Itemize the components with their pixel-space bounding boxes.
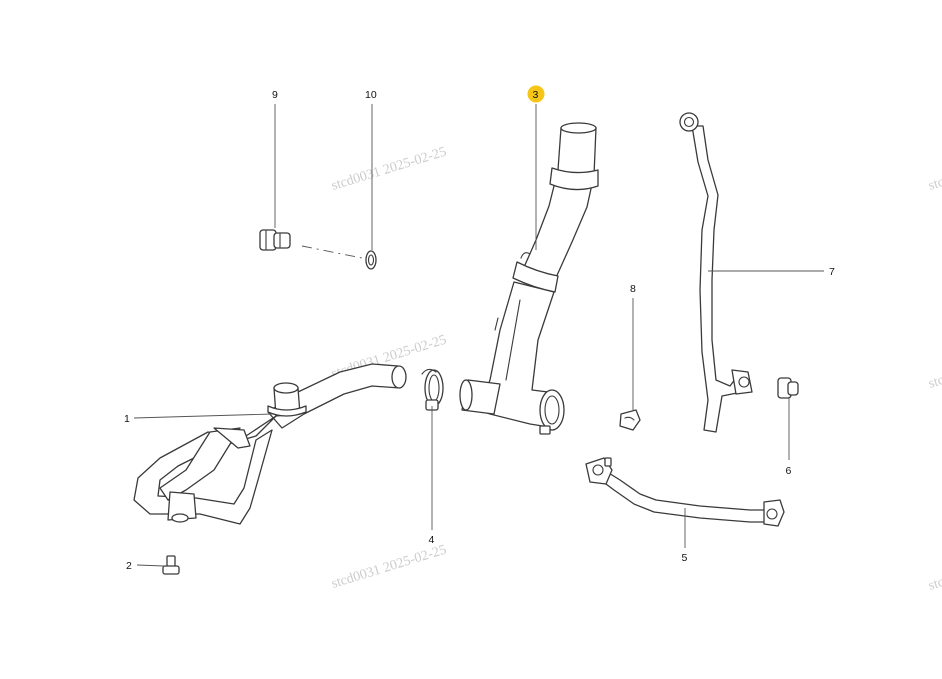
watermark-5: stc [927,373,942,392]
callout-7[interactable]: 7 [829,266,835,278]
part-10-seal-ring[interactable] [365,250,377,270]
leader-lines [133,104,824,567]
part-2-bolt[interactable] [162,555,180,575]
part-8-clip[interactable] [619,409,641,431]
leader-1 [133,413,273,419]
callout-4[interactable]: 4 [429,534,435,546]
callout-9[interactable]: 9 [272,89,278,101]
callouts: 1 2 3 4 5 6 7 8 9 10 [124,85,835,572]
callout-8[interactable]: 8 [630,283,636,295]
watermarks: stcd0031 2025-02-25 stcd0031 2025-02-25 … [330,145,942,594]
callout-3[interactable]: 3 [533,89,539,101]
part-5-tube[interactable] [585,457,785,527]
callout-10[interactable]: 10 [365,89,377,101]
alignment-line-9-10 [301,245,363,259]
part-1-hose-assembly[interactable] [133,363,407,525]
callout-2[interactable]: 2 [126,560,132,572]
callout-3-highlight [527,85,545,103]
part-6-grommet[interactable] [777,377,799,399]
callout-5[interactable]: 5 [682,552,688,564]
part-4-hose-clamp[interactable] [421,368,444,411]
part-7-tube[interactable] [679,112,753,433]
part-3-filler-hose[interactable] [459,122,599,435]
callout-1[interactable]: 1 [124,413,130,425]
leader-2 [136,564,165,567]
part-9-plug[interactable] [259,229,291,251]
callout-6[interactable]: 6 [786,465,792,477]
watermark-4: stc [927,175,942,194]
watermark-6: stc [927,575,942,594]
watermark-1: stcd0031 2025-02-25 [330,145,449,194]
watermark-3: stcd0031 2025-02-25 [330,543,449,592]
